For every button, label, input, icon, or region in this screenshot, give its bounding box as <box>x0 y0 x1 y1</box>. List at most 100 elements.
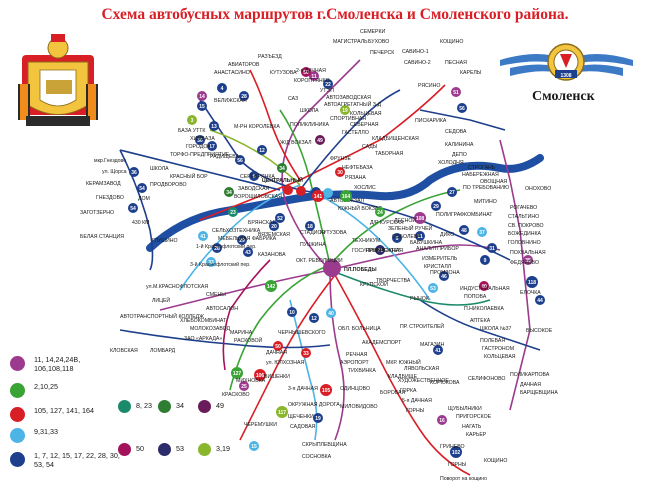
route-badge-number: 18 <box>307 224 313 230</box>
route-badge-number: 33 <box>303 351 309 357</box>
legend-swatch <box>10 356 25 371</box>
route-badge-number: 15 <box>199 104 205 110</box>
place-label: САВИНО-1 <box>402 49 429 55</box>
central-station-label: ЦЕНТРАЛЬНЫЙ <box>262 176 303 184</box>
route-badge-number: 9 <box>484 258 487 264</box>
route-badge-number: 108 <box>416 216 425 222</box>
route-badge-number: 14 <box>199 94 205 100</box>
place-label: ИЗМЕРИТЕЛЬ <box>422 256 458 262</box>
place-label: ВИШЕНКИ <box>264 374 290 380</box>
place-label: КУТУЗОВА <box>320 230 347 236</box>
place-label: 3-й Краснофлотский пер. <box>190 261 251 268</box>
route-badge-number: 41 <box>435 348 441 354</box>
place-label: МАРИНА <box>230 330 253 336</box>
place-label: КУТУЗОВА <box>270 70 297 76</box>
route-badge-number: 48 <box>461 228 467 234</box>
place-label: ОДИНЦОВО <box>340 386 370 392</box>
place-label: ул.М.КРАСНОФЛОТСКАЯ <box>146 284 208 290</box>
legend-label: 105, 127, 141, 164 <box>34 406 94 415</box>
place-label: ЛЯВОЛЬСКАЯ <box>404 366 439 372</box>
route-badge-number: 54 <box>139 186 145 192</box>
route-badge <box>137 183 147 193</box>
place-label: МКР. ЮЖНЫЙ <box>386 358 421 366</box>
center-square-marker[interactable]: ПЛ.ПОБЕДЫ <box>323 259 377 277</box>
legend-label: 11, 14,24,24В, 106,108,118 <box>34 355 81 373</box>
place-label: СТАДИОН <box>300 230 325 236</box>
place-label: ЩУБЫЛНИКИ <box>448 406 482 412</box>
route-badge <box>433 345 443 355</box>
place-label: КОРЮКОВА <box>430 380 460 386</box>
place-label: ХУДОЖЕСТВЕННОЕ <box>398 378 449 384</box>
route-badge-number: 40 <box>328 311 334 317</box>
place-label: АВИАТОРОВ <box>228 62 260 68</box>
place-label: ВЫСОКОЕ <box>526 328 553 334</box>
place-label: САЗ <box>288 96 298 102</box>
place-label: ГОРКА <box>400 388 417 394</box>
place-label: ПОЛЕВАЯ <box>480 338 505 344</box>
place-label: ФРУНЗЕ <box>330 156 351 162</box>
legend-item: 49 <box>198 400 224 413</box>
place-label: БЕЛАЯ СТАНЦИЯ <box>80 234 124 240</box>
place-label: Ж/Д ВОКЗАЛ <box>280 140 312 146</box>
route-badge <box>275 213 285 223</box>
route-badge-number: 11 <box>311 74 317 80</box>
route-badge <box>320 384 332 396</box>
place-label: БАБУШКИНА <box>410 240 443 246</box>
legend-swatch <box>10 428 25 443</box>
place-label: КОЛЬЦЕВАЯ <box>484 354 516 360</box>
route-badge <box>254 369 266 381</box>
route-badge-number: 50 <box>275 344 281 350</box>
place-label: ГАСТРОНОМ <box>482 346 514 352</box>
place-label: КАРЕЛЫ <box>460 70 482 76</box>
place-label: МИХНОВКА <box>236 378 266 384</box>
place-label: КРИСТАЛЛ <box>424 264 451 270</box>
route-badge-number: 24 <box>377 210 383 216</box>
place-label: ЛИЦЕЙ <box>152 296 170 304</box>
route-badge-number: 19 <box>315 416 321 422</box>
route-badge-number: 50 <box>303 70 309 76</box>
route-badge-number: 12 <box>311 316 317 322</box>
place-label: ПОХВАЛЬНАЯ <box>510 250 546 256</box>
route-badge <box>301 348 311 358</box>
route-badge <box>207 141 217 151</box>
place-label: КЛОВСКАЯ <box>110 348 138 354</box>
place-label: ГОЛОВНИНО <box>508 240 541 246</box>
place-label: СЕЛЬХОЗТЕХНИКА <box>212 228 261 234</box>
route-badge-number: 19 <box>342 108 348 114</box>
place-label: КОЩИНО <box>484 458 507 464</box>
place-label: СЕДОВА <box>445 129 467 135</box>
place-label: ЗАВОДСКАЯ <box>238 186 270 192</box>
place-label: ГОРНЫ <box>448 462 467 468</box>
route-badge <box>224 187 234 197</box>
route-badge <box>187 115 197 125</box>
place-label: АВТОТРАНСПОРТНЫЙ КОЛЛЕДЖ <box>120 312 204 320</box>
coat-of-arms-icon <box>18 34 98 126</box>
place-label: ЛОМБАРД <box>150 348 176 354</box>
place-label: БАЗА УТТК <box>178 128 205 134</box>
place-label: ПРОМЗОНА <box>430 270 460 276</box>
route-badge <box>313 413 323 423</box>
legend-label: 50 <box>136 444 144 454</box>
place-label: СВ. ПОКРОВО <box>508 223 544 229</box>
route-badge-number: 118 <box>528 280 536 286</box>
legend-item: 9,31,33 <box>10 427 58 443</box>
route-badge-number: 16 <box>439 418 445 424</box>
route-badge <box>457 103 467 113</box>
route-badge <box>439 271 449 281</box>
place-label: ДАЧНАЯ <box>266 350 287 356</box>
route-badge <box>375 207 385 217</box>
place-label: НАГАТЬ <box>462 424 482 430</box>
route-badge <box>129 167 139 177</box>
legend-label: 3,19 <box>216 444 230 454</box>
route-badge-number: 6 <box>253 174 256 180</box>
legend-label: 9,31,33 <box>34 427 58 436</box>
place-label: ПЕСНАЯ <box>445 60 467 66</box>
legend-label: 1, 7, 12, 15, 17, 22, 28, 30, 53, 54 <box>34 451 120 469</box>
place-label: БУХОВО <box>368 39 389 45</box>
place-label: СКРЫПЛЕВЩИНА <box>302 442 347 448</box>
wings-badge-icon: 1308 <box>500 43 633 81</box>
legend-swatch <box>10 452 25 467</box>
route-badge-number: 102 <box>452 450 461 456</box>
route-badge <box>209 121 219 131</box>
